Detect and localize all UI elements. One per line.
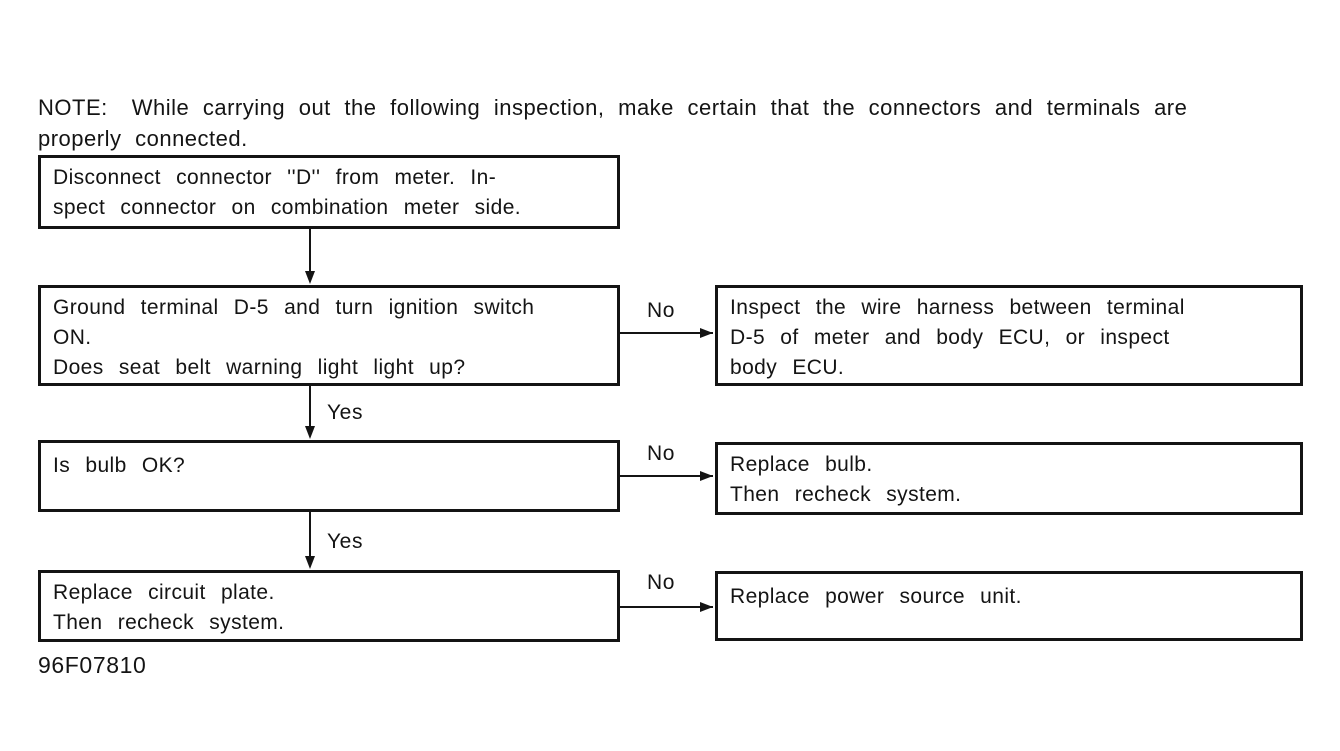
flow-box-text-line: body ECU. (730, 356, 845, 379)
flow-box-text-line: spect connector on combination meter sid… (53, 196, 522, 219)
note-line-2: properly connected. (38, 126, 248, 151)
flow-box-text-line: Then recheck system. (53, 611, 285, 634)
flow-box-text-line: Replace bulb. (730, 453, 873, 476)
flow-box-text-line: Inspect the wire harness between termina… (730, 296, 1185, 319)
edge-label-no: No (647, 442, 676, 465)
arrow-down-icon (305, 556, 315, 569)
connector-line-down-3 (309, 511, 311, 559)
edge-label-yes: Yes (327, 530, 364, 553)
connector-line-right-3 (620, 606, 713, 608)
connector-line-right-1 (620, 332, 713, 334)
flow-box-disconnect-connector: Disconnect connector ''D'' from meter. I… (38, 155, 620, 229)
flow-box-text-line: Replace power source unit. (730, 585, 1022, 608)
flow-box-text-line: ON. (53, 326, 92, 349)
flow-box-text-line: Then recheck system. (730, 483, 962, 506)
flow-box-replace-bulb: Replace bulb. Then recheck system. (715, 442, 1303, 515)
flow-box-text-line: Replace circuit plate. (53, 581, 275, 604)
flow-box-text-line: Disconnect connector ''D'' from meter. I… (53, 166, 497, 189)
flow-box-text-line: D-5 of meter and body ECU, or inspect (730, 326, 1170, 349)
flow-box-replace-power-source-unit: Replace power source unit. (715, 571, 1303, 641)
flow-box-is-bulb-ok: Is bulb OK? (38, 440, 620, 512)
note-label: NOTE: (38, 95, 108, 120)
edge-label-no: No (647, 571, 676, 594)
connector-line-down-2 (309, 385, 311, 429)
arrow-right-icon (700, 471, 713, 481)
connector-line-right-2 (620, 475, 713, 477)
note-line-1: While carrying out the following inspect… (131, 95, 1188, 120)
arrow-right-icon (700, 328, 713, 338)
figure-code: 96F07810 (38, 652, 147, 678)
flow-box-text-line: Ground terminal D-5 and turn ignition sw… (53, 296, 535, 319)
connector-line-down-1 (309, 228, 311, 274)
edge-label-no: No (647, 299, 676, 322)
arrow-down-icon (305, 426, 315, 439)
edge-label-yes: Yes (327, 401, 364, 424)
flow-box-inspect-wire-harness: Inspect the wire harness between termina… (715, 285, 1303, 386)
arrow-down-icon (305, 271, 315, 284)
flow-box-text-line: Is bulb OK? (53, 454, 186, 477)
note-text: NOTE: While carrying out the following in… (38, 92, 1318, 154)
arrow-right-icon (700, 602, 713, 612)
flow-box-ground-terminal: Ground terminal D-5 and turn ignition sw… (38, 285, 620, 386)
flow-box-replace-circuit-plate: Replace circuit plate. Then recheck syst… (38, 570, 620, 642)
flow-box-text-line: Does seat belt warning light light up? (53, 356, 466, 379)
